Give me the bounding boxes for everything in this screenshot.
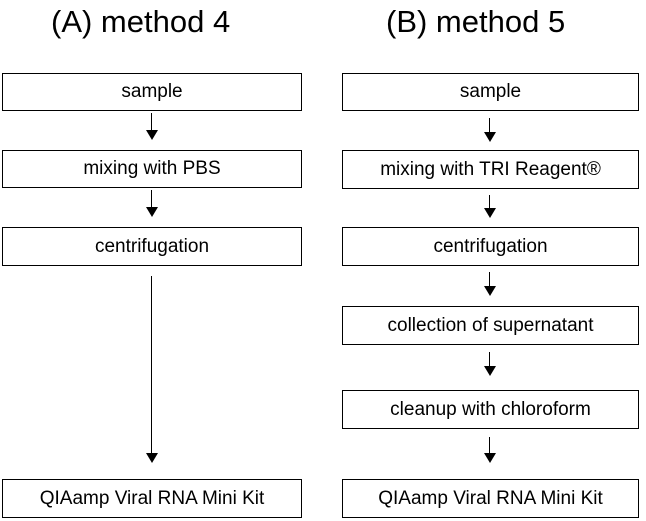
- method-a-step-qiaamp-kit: QIAamp Viral RNA Mini Kit: [2, 479, 302, 518]
- method-b-step-qiaamp-kit: QIAamp Viral RNA Mini Kit: [342, 479, 639, 518]
- method-a-step-centrifugation: centrifugation: [2, 227, 302, 266]
- method-b-step-collection: collection of supernatant: [342, 306, 639, 345]
- method-a-title: (A) method 4: [51, 4, 231, 39]
- method-b-arrow-5: [484, 437, 496, 463]
- method-b-step-centrifugation: centrifugation: [342, 227, 639, 266]
- method-a-arrow-2: [146, 190, 158, 217]
- method-b-step-mixing: mixing with TRI Reagent®: [342, 150, 639, 189]
- method-b-step-sample: sample: [342, 73, 639, 111]
- method-b-arrow-4: [484, 352, 496, 376]
- method-a-step-sample: sample: [2, 73, 302, 111]
- method-b-step-cleanup: cleanup with chloroform: [342, 390, 639, 429]
- method-b-title: (B) method 5: [386, 4, 566, 39]
- method-b-arrow-3: [484, 272, 496, 296]
- method-a-step-mixing: mixing with PBS: [2, 150, 302, 188]
- method-a-arrow-1: [146, 113, 158, 140]
- method-b-arrow-1: [484, 118, 496, 142]
- method-a-arrow-3: [146, 276, 158, 463]
- method-b-arrow-2: [484, 195, 496, 218]
